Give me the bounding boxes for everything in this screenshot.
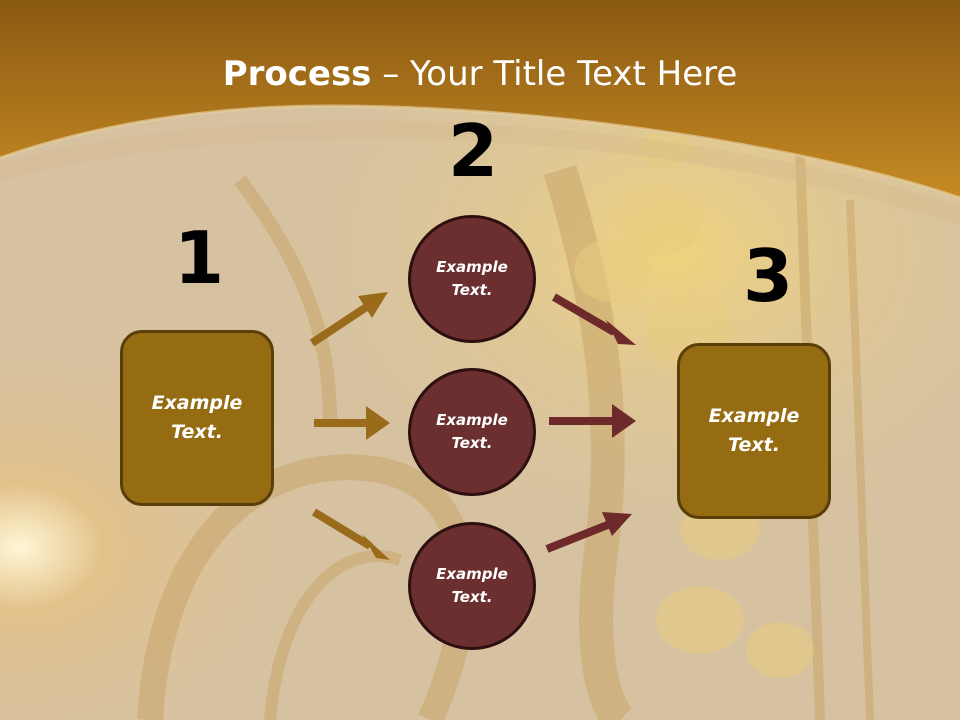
slide-title-rest: – Your Title Text Here bbox=[371, 54, 738, 94]
start-box-label: Example Text. bbox=[151, 392, 243, 443]
slide-title: Process – Your Title Text Here bbox=[0, 52, 960, 96]
middle-circle-3: Example Text. bbox=[408, 522, 536, 650]
middle-circle-2-label: Example Text. bbox=[436, 411, 508, 452]
step-number-1: 1 bbox=[173, 216, 225, 300]
slide-title-bold: Process bbox=[222, 54, 372, 94]
middle-circle-1-label: Example Text. bbox=[436, 258, 508, 299]
end-box: Example Text. bbox=[677, 343, 831, 519]
start-box: Example Text. bbox=[120, 330, 274, 506]
step-number-3: 3 bbox=[742, 234, 794, 318]
step-number-2: 2 bbox=[447, 109, 499, 193]
middle-circle-3-label: Example Text. bbox=[436, 565, 508, 606]
end-box-label: Example Text. bbox=[708, 405, 800, 456]
middle-circle-2: Example Text. bbox=[408, 368, 536, 496]
middle-circle-1: Example Text. bbox=[408, 215, 536, 343]
